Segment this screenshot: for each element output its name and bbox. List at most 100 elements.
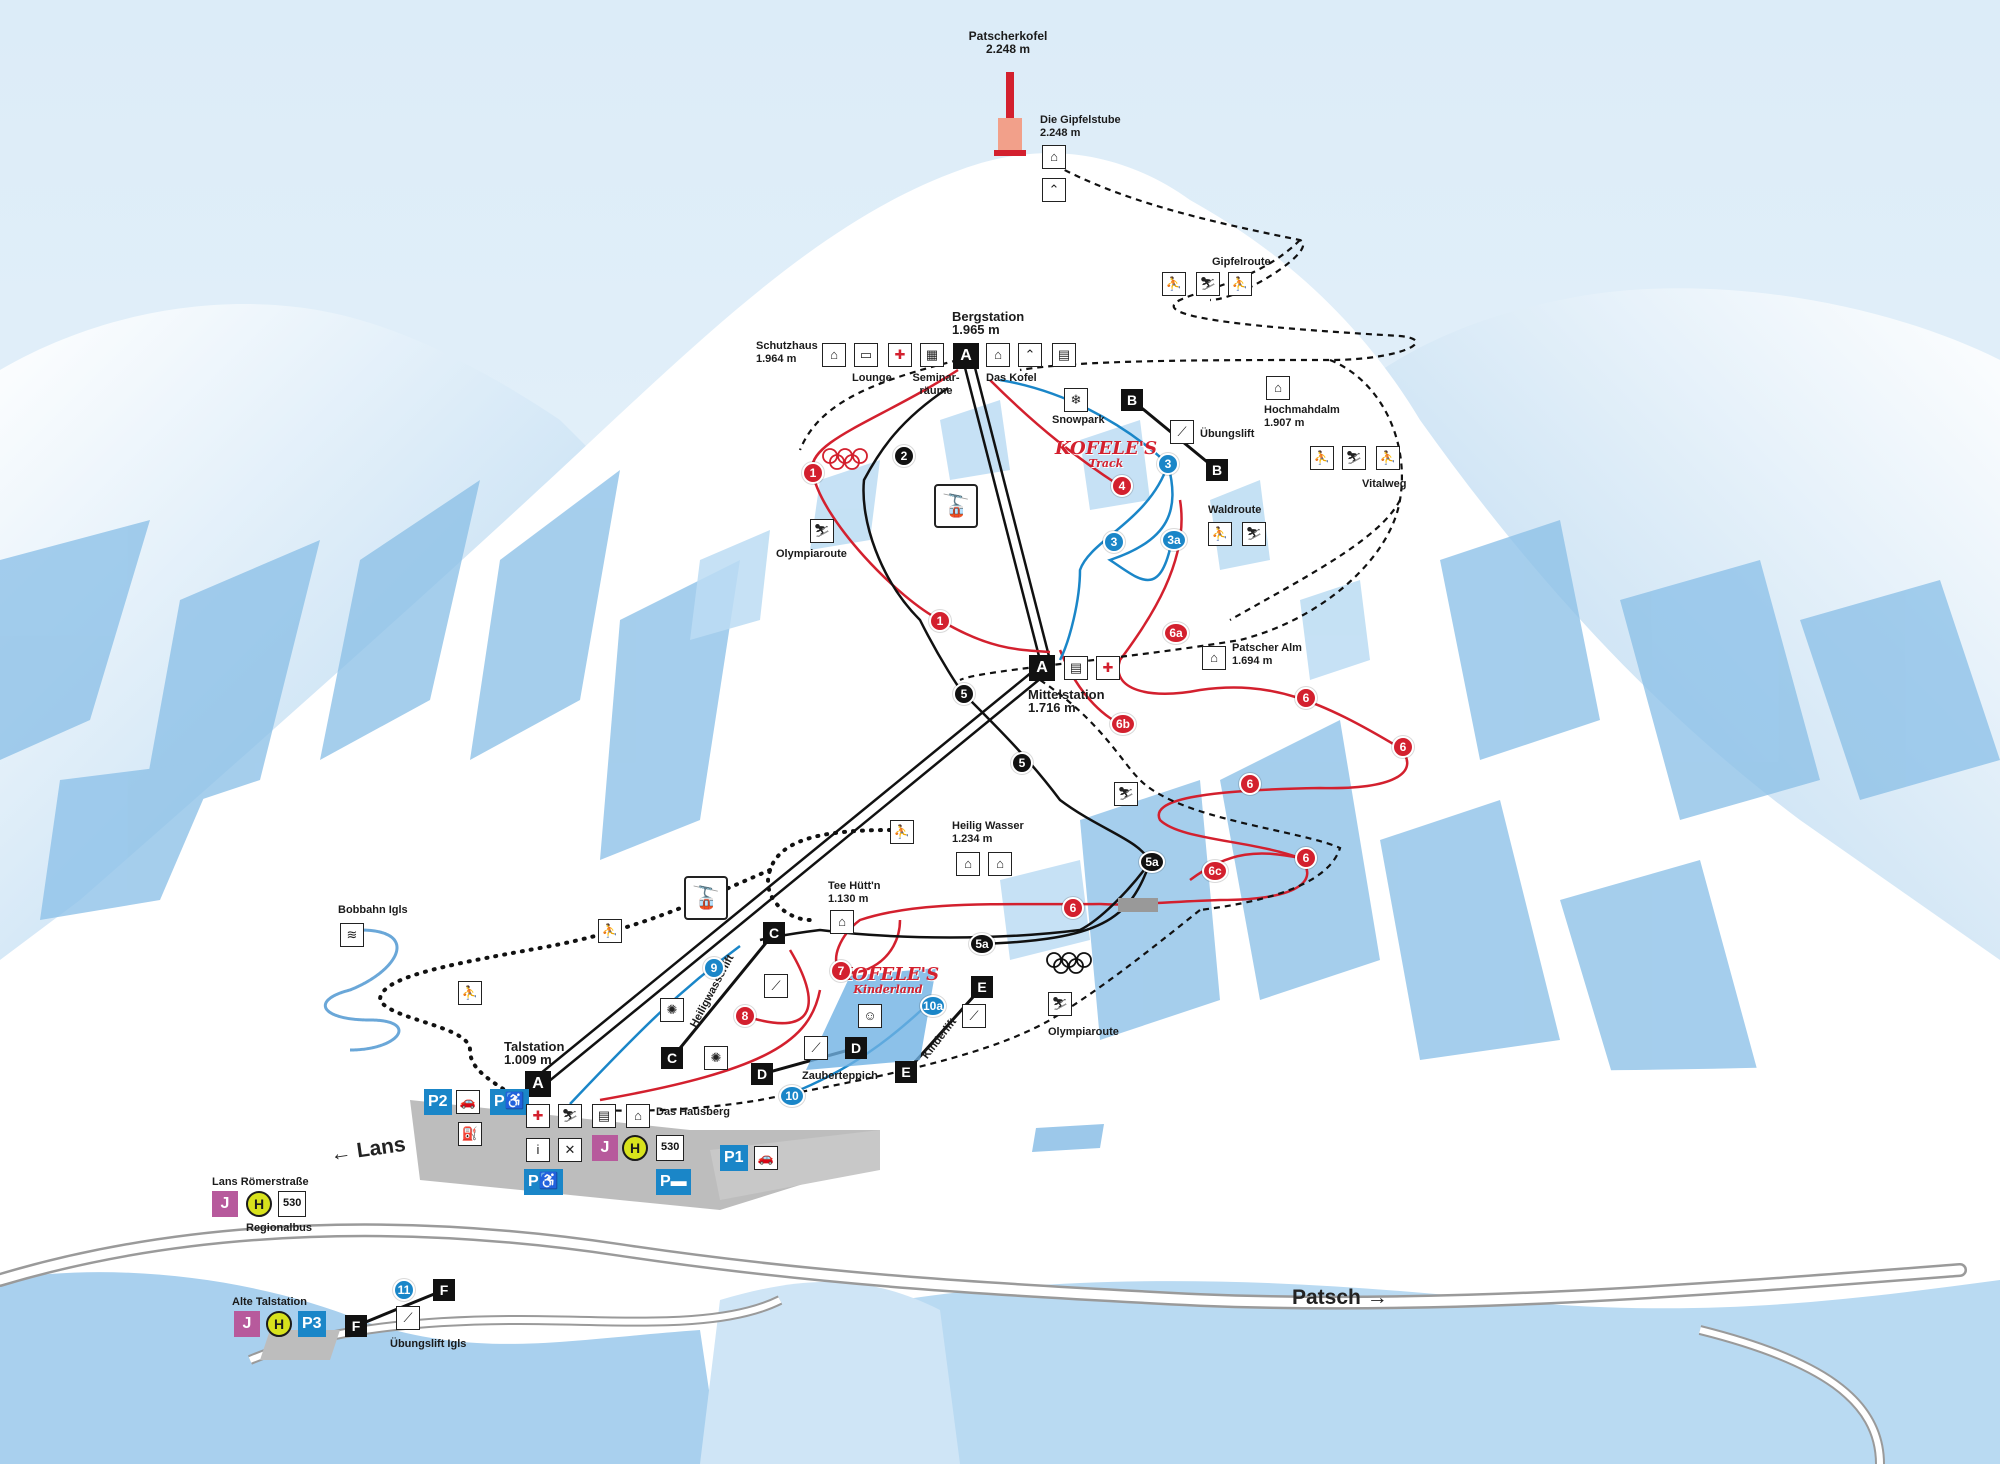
piste-marker-5[interactable]: 5: [1011, 752, 1033, 774]
piste-marker-6[interactable]: 6: [1295, 687, 1317, 709]
hut-icon[interactable]: ⌂: [830, 910, 854, 934]
lift-c-bottom[interactable]: C: [661, 1047, 683, 1069]
seminar-line-1: Seminar-: [912, 372, 960, 384]
uebungslift-label: Übungslift: [1200, 428, 1255, 440]
piste-marker-3a[interactable]: 3a: [1161, 529, 1187, 551]
piste-marker-3[interactable]: 3: [1103, 531, 1125, 553]
uebungslift-igls-label: Übungslift Igls: [390, 1338, 467, 1350]
snowflake-icon: ❄: [1064, 388, 1088, 412]
piste-marker-6[interactable]: 6: [1295, 847, 1317, 869]
hut-icon[interactable]: ⌂: [1202, 646, 1226, 670]
schutzhaus-name: Schutzhaus: [756, 340, 818, 352]
piste-marker-4[interactable]: 4: [1111, 475, 1133, 497]
hut-icon[interactable]: ⌂: [1266, 376, 1290, 400]
piste-marker-6a[interactable]: 6a: [1163, 622, 1189, 644]
lift-d-top[interactable]: D: [845, 1037, 867, 1059]
lift-b-top[interactable]: B: [1121, 389, 1143, 411]
lift-f-top[interactable]: F: [433, 1279, 455, 1301]
bergstation-name: Bergstation: [952, 309, 1025, 324]
restaurant-icon[interactable]: ✕: [558, 1138, 582, 1162]
mittelstation-elevation: 1.716 m: [1028, 700, 1076, 715]
hut-icon[interactable]: ⌂: [626, 1104, 650, 1128]
bergstation-elevation: 1.965 m: [952, 322, 1000, 337]
hut-icon[interactable]: ⌂: [822, 343, 846, 367]
lift-d-bottom[interactable]: D: [751, 1063, 773, 1085]
lift-a-mittelstation[interactable]: A: [1029, 655, 1055, 681]
hochmahdalm-label: Hochmahdalm 1.907 m: [1264, 404, 1340, 430]
olympiaroute-label-top: Olympiaroute: [776, 548, 847, 560]
hiker-icon: ⛹: [1162, 272, 1186, 296]
tee-huettn-label: Tee Hütt'n 1.130 m: [828, 880, 881, 906]
tunnel: [1118, 898, 1158, 912]
piste-marker-6c[interactable]: 6c: [1202, 860, 1228, 882]
piste-marker-5[interactable]: 5: [953, 683, 975, 705]
lift-c-top[interactable]: C: [763, 922, 785, 944]
piste-marker-11[interactable]: 11: [393, 1279, 415, 1301]
hiker-icon: ⛹: [598, 919, 622, 943]
parking-disabled-sign[interactable]: P♿: [490, 1089, 529, 1115]
hiker-icon: ⛹: [1208, 522, 1232, 546]
parking-p2-sign[interactable]: P2: [424, 1089, 452, 1115]
piste-marker-5a[interactable]: 5a: [1139, 851, 1165, 873]
first-aid-icon: ✚: [526, 1104, 550, 1128]
ski-school-icon[interactable]: ⛷: [558, 1104, 582, 1128]
gipfelstube-label: Die Gipfelstube 2.248 m: [1040, 114, 1121, 140]
rental-icon[interactable]: ▤: [1064, 656, 1088, 680]
bus-stop-sign: H: [246, 1191, 272, 1217]
ski-lift-icon: ⟋: [1170, 420, 1194, 444]
piste-marker-9[interactable]: 9: [703, 957, 725, 979]
olympic-rings-bottom: [1046, 952, 1092, 974]
rental-icon[interactable]: ▤: [1052, 343, 1076, 367]
hut-icon[interactable]: ⌂: [986, 343, 1010, 367]
schutzhaus-elevation: 1.964 m: [756, 353, 797, 365]
lift-f-bottom[interactable]: F: [345, 1315, 367, 1337]
piste-marker-1[interactable]: 1: [929, 610, 951, 632]
piste-marker-10a[interactable]: 10a: [920, 995, 946, 1017]
parking-lot-p1: [710, 1130, 880, 1200]
hochmahdalm-elevation: 1.907 m: [1264, 417, 1305, 429]
ski-routes: [599, 164, 1417, 1112]
piste-marker-1[interactable]: 1: [802, 462, 824, 484]
bobsled-icon: ≋: [340, 923, 364, 947]
info-icon[interactable]: i: [526, 1138, 550, 1162]
lift-e-top[interactable]: E: [971, 976, 993, 998]
piste-marker-6[interactable]: 6: [1392, 736, 1414, 758]
piste-marker-3[interactable]: 3: [1157, 453, 1179, 475]
bus-stop-sign: H: [622, 1135, 648, 1161]
hut-icon[interactable]: ⌂: [1042, 145, 1066, 169]
first-aid-icon: ✚: [888, 343, 912, 367]
hanger-icon: ⌃: [1042, 178, 1066, 202]
foreground-hills-center: [700, 1281, 960, 1464]
parking-p1-sign[interactable]: P1: [720, 1145, 748, 1171]
piste-marker-10[interactable]: 10: [779, 1085, 805, 1107]
seminar-icon[interactable]: ▦: [920, 343, 944, 367]
bergstation-label: Bergstation 1.965 m: [952, 310, 1024, 336]
piste-marker-6[interactable]: 6: [1062, 897, 1084, 919]
hut-icon[interactable]: ⌂: [956, 852, 980, 876]
parking-p3-sign[interactable]: P3: [298, 1311, 326, 1337]
piste-marker-7[interactable]: 7: [830, 960, 852, 982]
piste-marker-2[interactable]: 2: [893, 445, 915, 467]
piste-marker-6b[interactable]: 6b: [1110, 713, 1136, 735]
car-icon: 🚗: [754, 1146, 778, 1170]
lift-b-bottom[interactable]: B: [1206, 459, 1228, 481]
lounge-icon[interactable]: ▭: [854, 343, 878, 367]
rental-icon[interactable]: ▤: [592, 1104, 616, 1128]
piste-marker-8[interactable]: 8: [734, 1005, 756, 1027]
parking-disabled-sign[interactable]: P♿: [524, 1169, 563, 1195]
lift-e-bottom[interactable]: E: [895, 1061, 917, 1083]
lift-a-bergstation[interactable]: A: [953, 343, 979, 369]
talstation-label: Talstation 1.009 m: [504, 1040, 564, 1066]
piste-marker-6[interactable]: 6: [1239, 773, 1261, 795]
hut-icon[interactable]: ⌂: [988, 852, 1012, 876]
lans-roemer-label: Lans Römerstraße: [212, 1176, 309, 1188]
piste-marker-5a[interactable]: 5a: [969, 933, 995, 955]
bus-parking-sign[interactable]: P▬: [656, 1169, 691, 1195]
bus-line-j-sign: J: [592, 1135, 618, 1161]
patscher-alm-name: Patscher Alm: [1232, 642, 1302, 654]
olympiaroute-label-bottom: Olympiaroute: [1048, 1026, 1119, 1038]
ski-lift-icon: ⟋: [396, 1306, 420, 1330]
lift-a-talstation[interactable]: A: [525, 1071, 551, 1097]
